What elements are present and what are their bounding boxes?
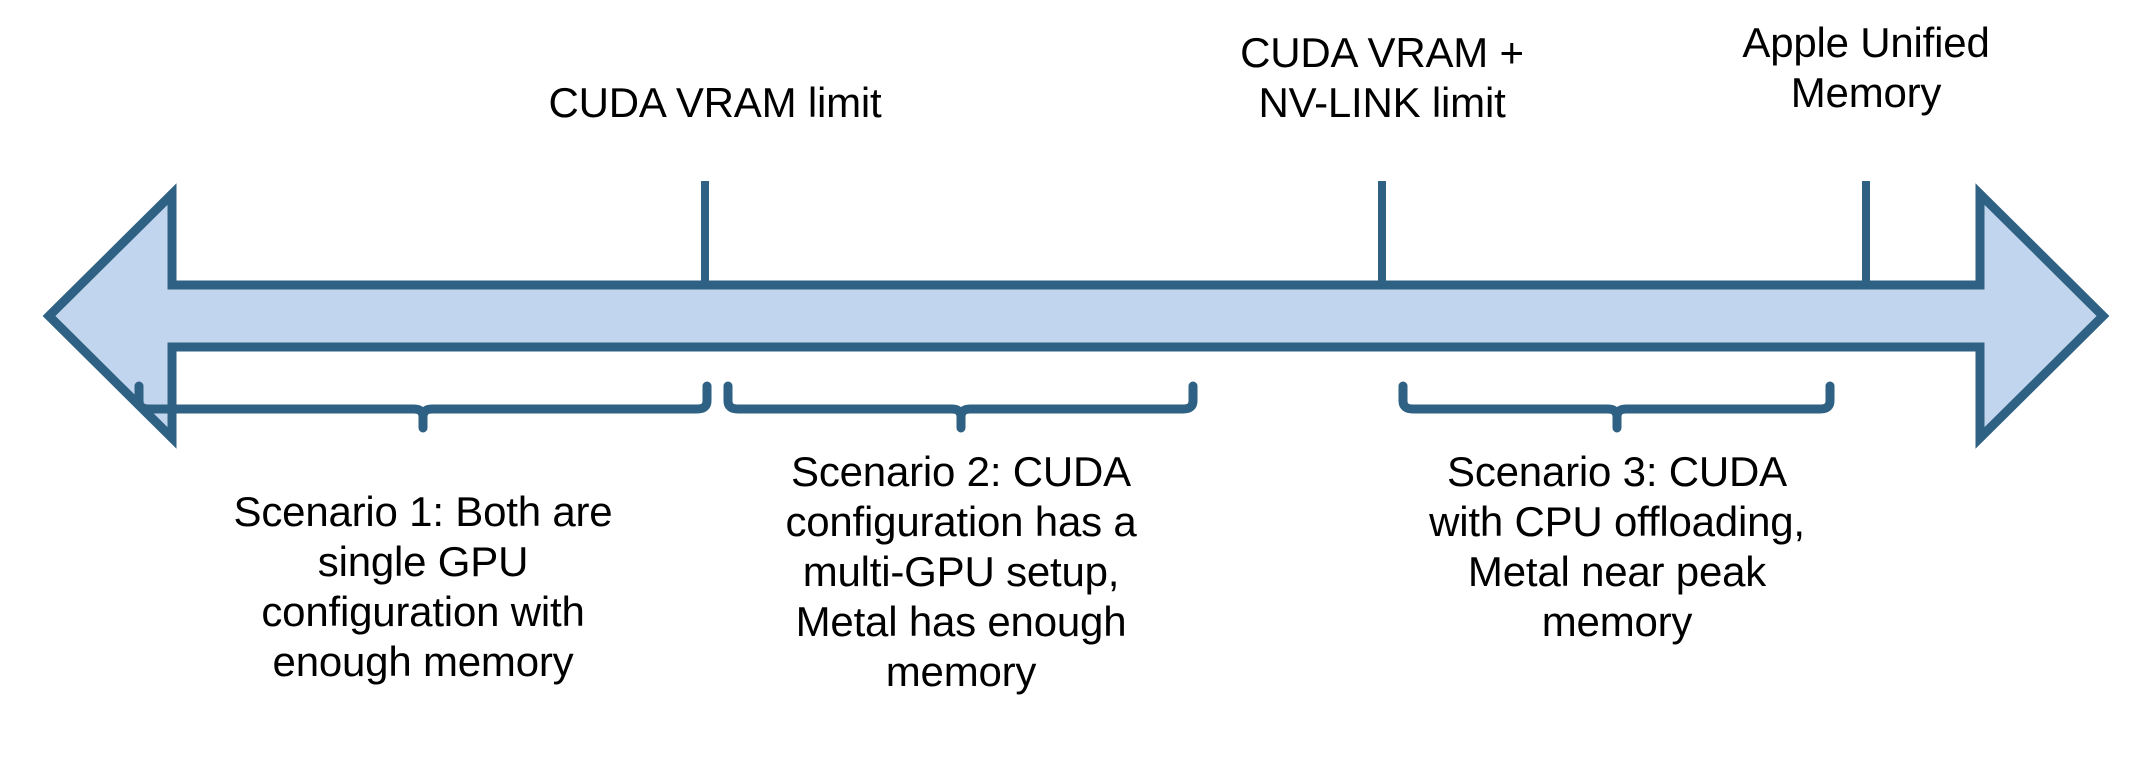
brace-scenario-3 bbox=[1398, 381, 1835, 433]
marker-label-cuda-vram-nvlink-limit: CUDA VRAM +NV-LINK limit bbox=[1240, 29, 1524, 126]
brace-scenario-1 bbox=[134, 381, 712, 433]
double-headed-arrow bbox=[42, 183, 2110, 449]
marker-tick-group bbox=[701, 181, 1870, 281]
marker-label-cuda-vram-limit: CUDA VRAM limit bbox=[548, 79, 882, 126]
brace-scenario-2 bbox=[723, 381, 1198, 433]
scenario-brace-group bbox=[134, 381, 1835, 433]
